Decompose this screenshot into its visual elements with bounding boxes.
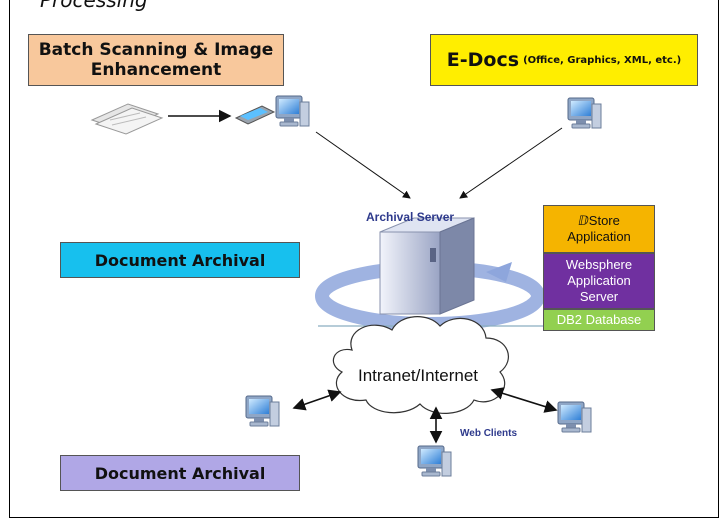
document-archival-label: Document Archival bbox=[94, 250, 266, 270]
scanner-icon bbox=[234, 105, 276, 125]
batch-scanning-label: Batch Scanning & Image Enhancement bbox=[38, 40, 274, 80]
computer-icon bbox=[567, 97, 602, 129]
computer-icon bbox=[245, 395, 280, 427]
websphere-line2: Application bbox=[567, 273, 631, 288]
computer-icon bbox=[417, 445, 452, 477]
web-clients-label: Web Clients bbox=[460, 428, 518, 439]
dstore-line2: Application bbox=[567, 229, 631, 244]
document-archival-box-bottom: Document Archival bbox=[60, 455, 300, 491]
computer-icon bbox=[275, 95, 310, 127]
websphere-line3: Server bbox=[579, 289, 619, 304]
edocs-box: E-Docs (Office, Graphics, XML, etc.) bbox=[430, 34, 698, 86]
archival-server-label: Archival Server bbox=[366, 210, 455, 224]
document-archival-box-top: Document Archival bbox=[60, 242, 300, 278]
computer-icon bbox=[557, 401, 592, 433]
websphere-line1: Websphere bbox=[565, 257, 633, 272]
websphere-box: Websphere Application Server bbox=[543, 253, 655, 309]
server-icon bbox=[379, 217, 475, 315]
db2-database-box: DB2 Database bbox=[543, 309, 655, 331]
cloud-icon bbox=[332, 316, 509, 414]
intranet-internet-label: Intranet/Internet bbox=[358, 366, 479, 385]
header-text: Processing bbox=[40, 0, 148, 12]
document-archival-label: Document Archival bbox=[94, 463, 266, 483]
edocs-subtitle: (Office, Graphics, XML, etc.) bbox=[523, 54, 682, 66]
documents-icon bbox=[90, 103, 164, 135]
dstore-application-box: ⅅStore Application bbox=[543, 205, 655, 253]
db2-label: DB2 Database bbox=[556, 312, 642, 327]
dstore-line1: ⅅStore bbox=[578, 213, 620, 228]
batch-scanning-box: Batch Scanning & Image Enhancement bbox=[28, 34, 284, 86]
edocs-title: E-Docs bbox=[446, 49, 520, 71]
diagram-art bbox=[90, 95, 602, 477]
